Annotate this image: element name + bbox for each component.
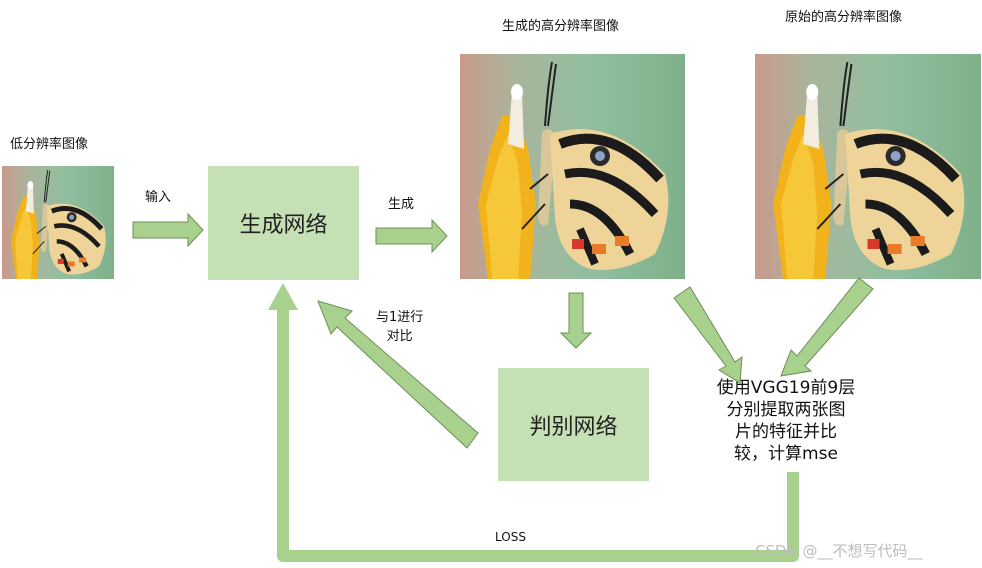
discriminator-network-box: 判别网络 <box>498 368 649 481</box>
generator-network-box: 生成网络 <box>208 166 359 280</box>
loss-arrowhead <box>268 283 298 310</box>
generator-network-label: 生成网络 <box>239 213 328 238</box>
generated-to-vgg-arrow <box>673 286 743 384</box>
csdn-watermark: CSDN @__不想写代码__ <box>755 542 923 560</box>
generated-hr-image-label: 生成的高分辨率图像 <box>502 19 620 34</box>
to-discriminator-arrow <box>559 292 593 349</box>
loss-path <box>277 305 799 562</box>
discriminator-network-label: 判别网络 <box>529 414 618 440</box>
generate-arrow <box>375 218 448 254</box>
generate-label: 生成 <box>388 197 415 212</box>
low-res-image-label: 低分辨率图像 <box>10 137 89 152</box>
input-arrow <box>132 212 204 248</box>
original-hr-image-label: 原始的高分辨率图像 <box>785 10 903 25</box>
discriminator-feedback-arrow <box>317 300 479 449</box>
vgg-description: 使用VGG19前9层 分别提取两张图 片的特征并比 较，计算mse <box>716 378 856 464</box>
input-label: 输入 <box>145 190 172 205</box>
loss-label: LOSS <box>495 530 526 544</box>
original-to-vgg-arrow <box>780 277 874 377</box>
compare-with-1-label: 与1进行 对比 <box>376 310 424 344</box>
